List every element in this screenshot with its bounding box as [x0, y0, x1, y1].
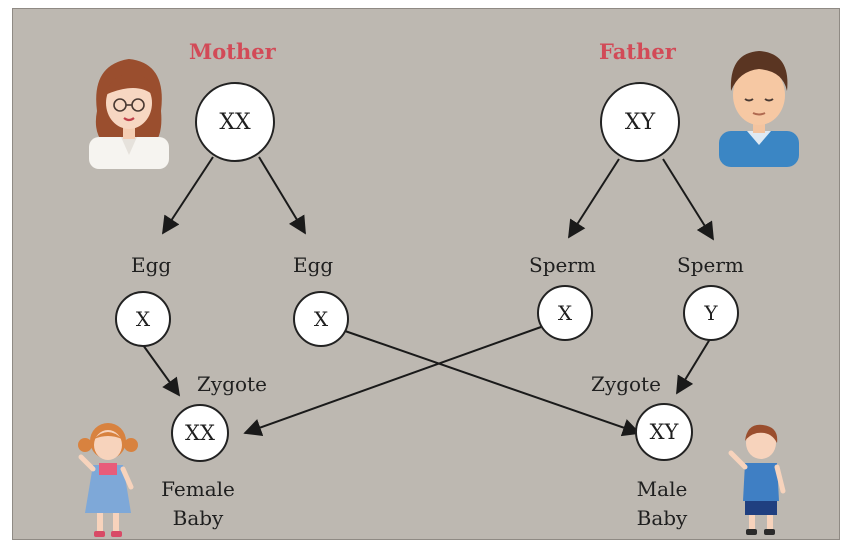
sperm-x-node: X	[537, 285, 593, 341]
mother-label: Mother	[189, 39, 276, 64]
arrow-sperm-x-to-zygote-xx	[243, 326, 542, 437]
sperm-y-node: Y	[683, 285, 739, 341]
zygote-female-label: Zygote	[197, 372, 267, 396]
zygote-xx-node: XX	[171, 404, 229, 462]
sperm-x-label: Sperm	[529, 253, 596, 277]
sperm-y-label: Sperm	[677, 253, 744, 277]
arrow-egg-2-to-zygote-xy	[344, 330, 641, 437]
arrow-father-to-sperm-y	[662, 158, 714, 241]
arrow-father-to-sperm-x	[568, 158, 620, 239]
female-baby-label: Female Baby	[149, 475, 247, 533]
girl-icon	[78, 423, 138, 537]
male-baby-label: Male Baby	[613, 475, 711, 533]
egg-2-label: Egg	[293, 253, 334, 277]
arrow-egg-1-to-zygote-xx	[142, 344, 181, 397]
mother-icon	[89, 59, 169, 169]
mother-genotype-node: XX	[195, 82, 275, 162]
arrow-mother-to-egg-2	[258, 156, 306, 235]
arrow-sperm-y-to-zygote-xy	[676, 338, 711, 395]
zygote-xy-node: XY	[635, 403, 693, 461]
male-baby-line-2: Baby	[636, 506, 688, 530]
father-icon	[719, 51, 799, 167]
male-baby-line-1: Male	[636, 477, 688, 501]
female-baby-line-2: Baby	[172, 506, 224, 530]
inheritance-diagram: Mother XX Father XY Egg Egg Sperm Sperm …	[12, 8, 840, 540]
arrow-mother-to-egg-1	[162, 156, 214, 235]
father-label: Father	[599, 39, 676, 64]
egg-2-node: X	[293, 291, 349, 347]
boy-icon	[728, 424, 786, 535]
father-genotype-node: XY	[600, 82, 680, 162]
arrow-layer	[142, 156, 714, 437]
female-baby-line-1: Female	[161, 477, 235, 501]
egg-1-label: Egg	[131, 253, 172, 277]
egg-1-node: X	[115, 291, 171, 347]
zygote-male-label: Zygote	[591, 372, 661, 396]
